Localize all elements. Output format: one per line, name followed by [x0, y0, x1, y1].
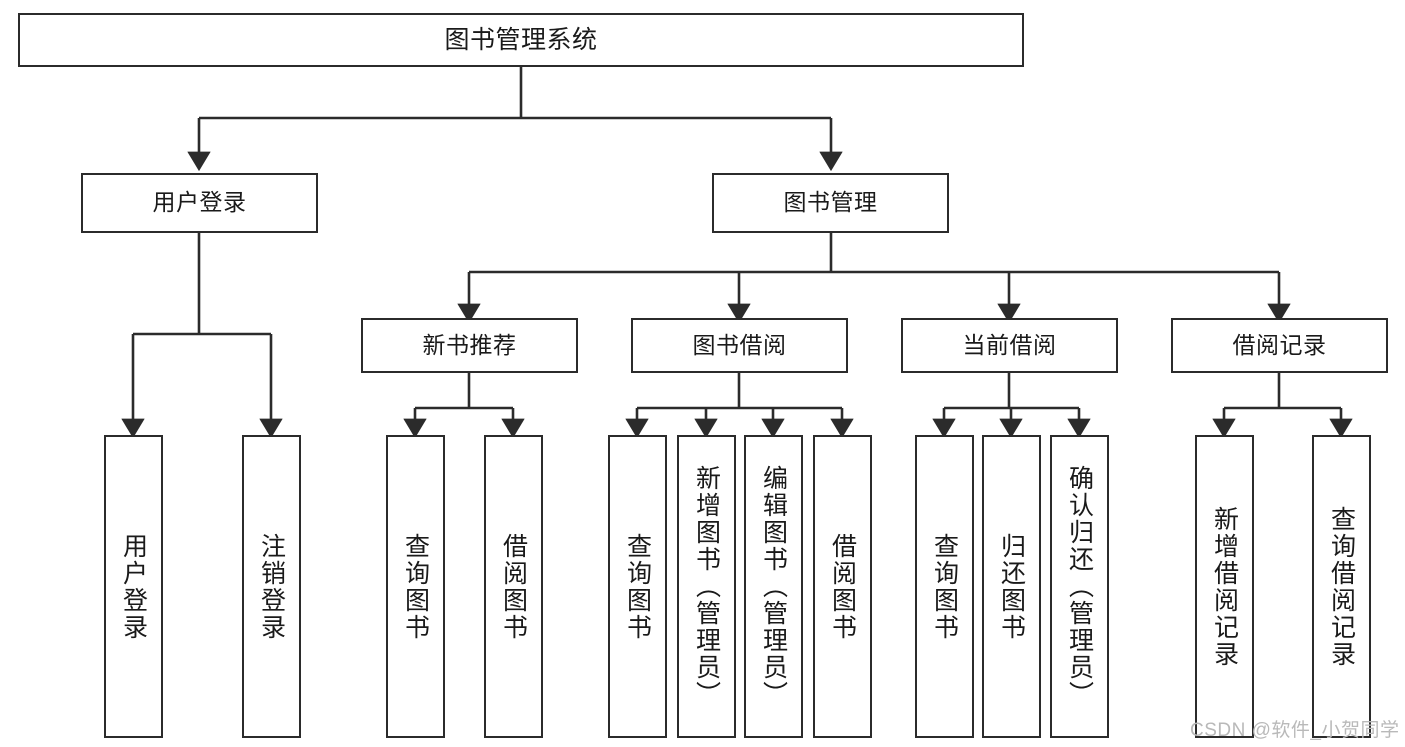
node-label: 新增图书（管理员） [692, 465, 721, 708]
node-label: 图书管理 [783, 189, 878, 216]
node-label: 用户登录 [119, 532, 148, 641]
leaf-user-login-logout[interactable]: 注销登录 [242, 435, 301, 738]
node-label: 新书推荐 [422, 331, 517, 358]
leaf-current-confirm-return-admin[interactable]: 确认归还（管理员） [1050, 435, 1109, 738]
node-borrow-record[interactable]: 借阅记录 [1171, 318, 1388, 373]
node-label: 借阅记录 [1232, 331, 1327, 358]
node-label: 用户登录 [152, 189, 247, 216]
leaf-record-add-record[interactable]: 新增借阅记录 [1195, 435, 1254, 738]
leaf-user-login-login[interactable]: 用户登录 [104, 435, 163, 738]
leaf-borrow-query-book[interactable]: 查询图书 [608, 435, 667, 738]
node-label: 确认归还（管理员） [1065, 465, 1094, 708]
node-label: 编辑图书（管理员） [759, 465, 788, 708]
node-book-borrow[interactable]: 图书借阅 [631, 318, 848, 373]
leaf-record-query-record[interactable]: 查询借阅记录 [1312, 435, 1371, 738]
leaf-current-query-book[interactable]: 查询图书 [915, 435, 974, 738]
node-label: 借阅图书 [828, 532, 857, 641]
node-label: 当前借阅 [962, 331, 1057, 358]
leaf-borrow-borrow-book[interactable]: 借阅图书 [813, 435, 872, 738]
node-label: 注销登录 [257, 532, 286, 641]
node-label: 查询图书 [401, 532, 430, 641]
node-book-management[interactable]: 图书管理 [712, 173, 949, 233]
leaf-recommend-borrow-book[interactable]: 借阅图书 [484, 435, 543, 738]
node-user-login[interactable]: 用户登录 [81, 173, 318, 233]
node-label: 图书借阅 [692, 331, 787, 358]
node-current-borrow[interactable]: 当前借阅 [901, 318, 1118, 373]
leaf-borrow-add-book-admin[interactable]: 新增图书（管理员） [677, 435, 736, 738]
node-label: 借阅图书 [499, 532, 528, 641]
node-label: 归还图书 [997, 532, 1026, 641]
node-new-book-recommend[interactable]: 新书推荐 [361, 318, 578, 373]
node-root-system[interactable]: 图书管理系统 [18, 13, 1024, 67]
leaf-recommend-query-book[interactable]: 查询图书 [386, 435, 445, 738]
watermark-text: CSDN @软件_小贺同学 [1190, 720, 1400, 741]
node-label: 新增借阅记录 [1210, 505, 1239, 668]
node-label: 查询图书 [623, 532, 652, 641]
node-label: 查询图书 [930, 532, 959, 641]
node-label: 查询借阅记录 [1327, 505, 1356, 668]
node-label: 图书管理系统 [444, 26, 598, 54]
leaf-current-return-book[interactable]: 归还图书 [982, 435, 1041, 738]
leaf-borrow-edit-book-admin[interactable]: 编辑图书（管理员） [744, 435, 803, 738]
